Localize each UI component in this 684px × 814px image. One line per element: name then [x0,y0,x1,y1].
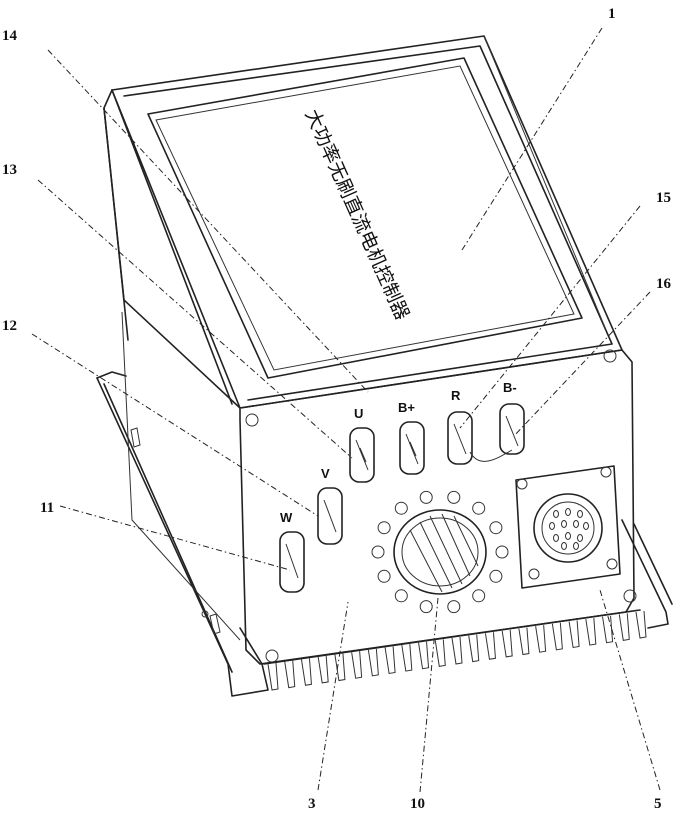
vent-hole [448,601,460,613]
fin [552,623,562,650]
controller-housing [104,36,622,640]
vent-hole [395,590,407,602]
connector-pin [562,543,567,550]
fin [536,625,546,652]
terminal-v-label: V [321,466,330,481]
terminal-b-plus-label: B+ [398,400,415,415]
callout-13: 13 [2,162,17,178]
fin [318,656,328,683]
connector-pin [566,509,571,516]
connector-pin [554,535,559,542]
fin [385,646,395,673]
connector-pin [578,535,583,542]
fin [569,620,579,647]
vent-hole [473,502,485,514]
fin [636,611,646,638]
leader-lines [32,28,660,792]
fin [603,616,613,643]
connector-pin [574,543,579,550]
circular-connector[interactable] [516,466,620,588]
terminal-w[interactable] [280,532,304,592]
callout-10: 10 [410,796,425,812]
callout-3: 3 [308,796,316,812]
nameplate-text: 大功率无刷直流电机控制器 [300,106,413,323]
terminal-r-label: R [451,388,461,403]
connector-pin [578,511,583,518]
vent-hole [448,491,460,503]
callout-12: 12 [2,318,17,334]
connector-pin [574,521,579,528]
vent-hole [473,590,485,602]
fin [519,628,529,655]
fin [502,630,512,657]
connector-pin [584,523,589,530]
connector-pin [562,521,567,528]
fin [301,658,311,685]
terminal-v[interactable] [318,488,342,544]
terminal-b-minus[interactable] [500,404,524,454]
fin [452,637,462,664]
vent-hole [395,502,407,514]
callout-5: 5 [654,796,662,812]
fin [419,642,429,669]
fin [335,654,345,681]
fin [402,644,412,671]
vent-hole [420,491,432,503]
fin [285,661,295,688]
fin [268,663,278,690]
heat-sink-fins[interactable] [264,610,646,690]
vent-hole [490,522,502,534]
vent-hole [496,546,508,558]
fin [352,651,362,678]
terminal-b-plus[interactable] [400,422,424,474]
terminal-w-label: W [280,510,293,525]
callout-15: 15 [656,190,671,206]
fin [485,632,495,659]
vent-hole [490,570,502,582]
front-panel [240,350,636,664]
callout-1: 1 [608,6,616,22]
vent-hole [378,570,390,582]
jumper-wire [470,450,512,461]
terminal-r[interactable] [448,412,472,464]
fin [368,649,378,676]
terminal-u-label: U [354,406,363,421]
vent-hole [372,546,384,558]
fin [586,618,596,645]
callout-16: 16 [656,276,672,292]
connector-pin [550,523,555,530]
connector-pin [554,511,559,518]
terminal-b-minus-label: B- [503,380,517,395]
vent-hole [378,522,390,534]
fin [469,635,479,662]
callout-14: 14 [2,28,18,44]
fin [619,613,629,640]
callout-11: 11 [40,500,54,516]
cooling-fan[interactable] [394,510,486,594]
terminal-u[interactable] [350,428,374,482]
fin [435,639,445,666]
connector-pin [566,533,571,540]
vent-hole [420,601,432,613]
nameplate-panel: 大功率无刷直流电机控制器 [148,58,582,378]
